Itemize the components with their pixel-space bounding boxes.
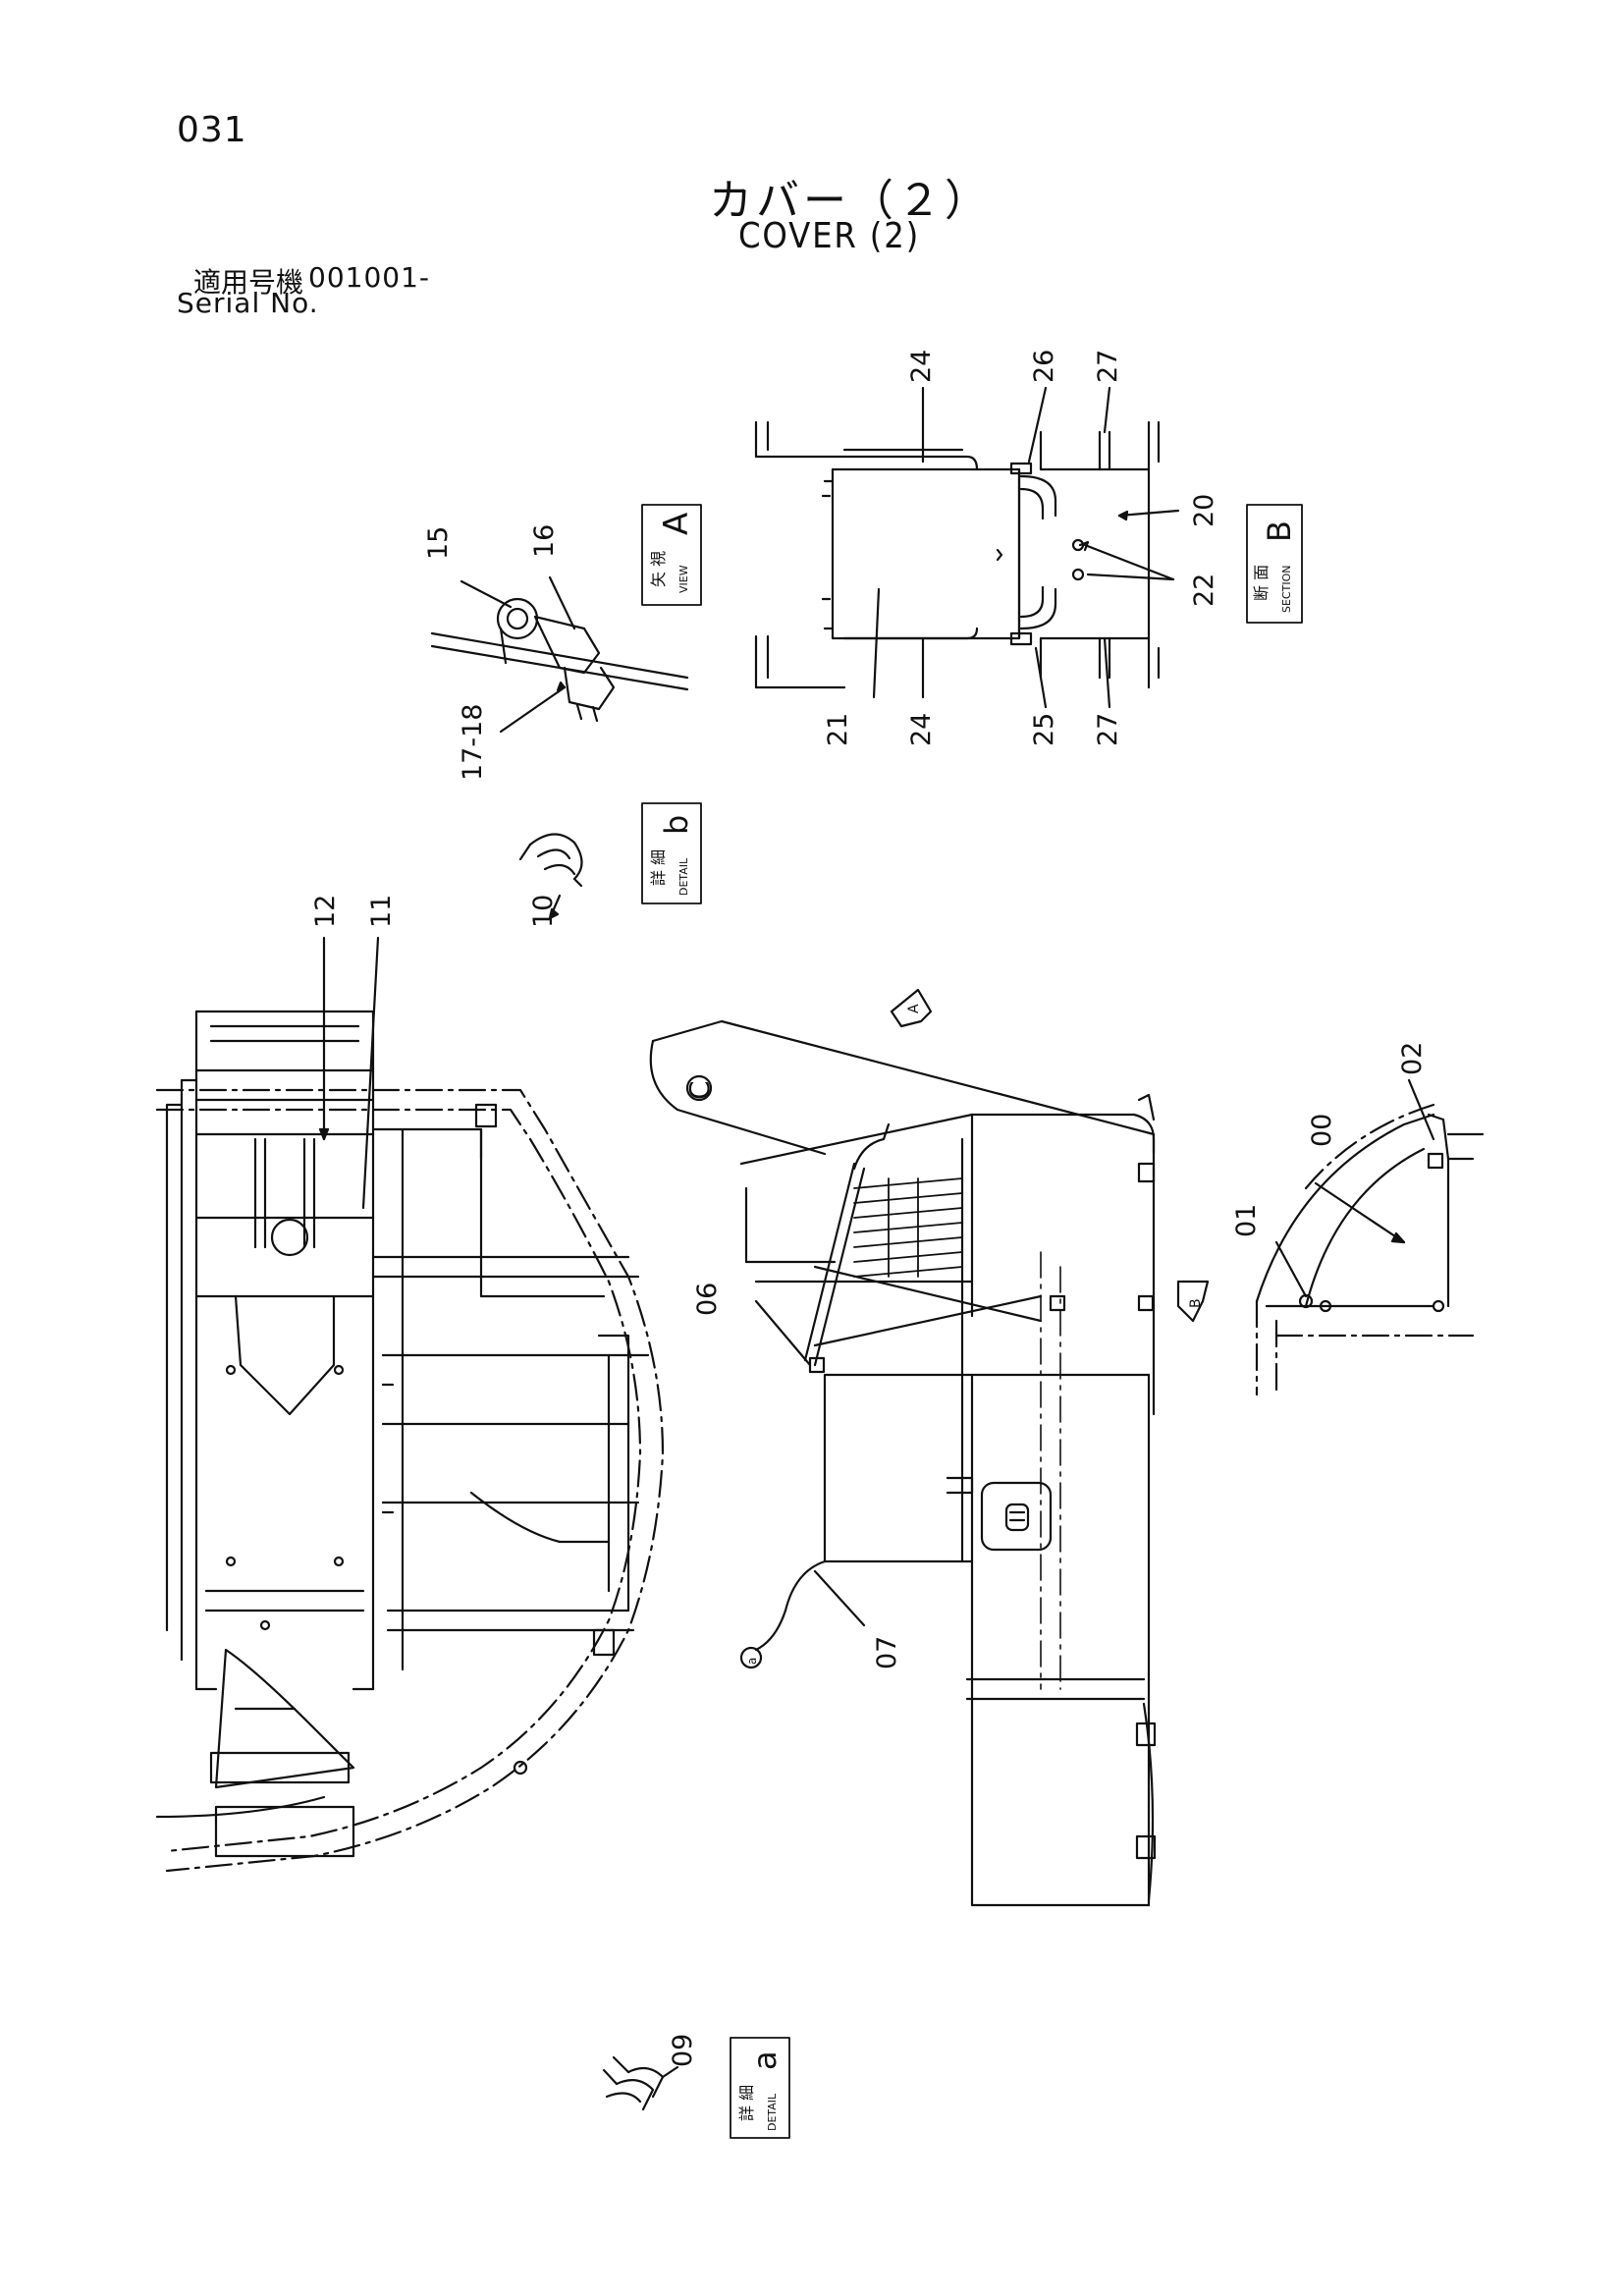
callout-07: 07 xyxy=(872,1636,902,1669)
section-b-letter: B xyxy=(1261,520,1298,542)
serial-label-english: Serial No. xyxy=(177,287,319,319)
section-b-box xyxy=(1246,504,1303,624)
callout-22: 22 xyxy=(1189,574,1219,607)
callout-11: 11 xyxy=(366,895,397,928)
callout-12: 12 xyxy=(310,895,341,928)
detail-a-label: 詳 細 DETAIL a xyxy=(737,2050,784,2131)
title-english: COVER (2) xyxy=(738,216,921,256)
right-cover-view xyxy=(1255,1078,1485,1396)
callout-02: 02 xyxy=(1397,1042,1428,1075)
view-a-kanji: 矢 視 xyxy=(649,551,668,587)
view-a-bolt-detail xyxy=(430,575,689,734)
callout-16: 16 xyxy=(529,524,560,558)
section-b-small: SECTION xyxy=(1280,566,1293,613)
callout-09: 09 xyxy=(668,2034,698,2067)
arrow-a-letter: A xyxy=(906,1004,922,1013)
page-number: 031 xyxy=(177,110,247,150)
detail-a-small: DETAIL xyxy=(766,2093,779,2131)
marker-small-a: a xyxy=(745,1658,759,1665)
title-japanese: カバー（２） xyxy=(709,176,992,226)
detail-b-clip xyxy=(518,833,583,920)
section-b-label: 断 面 SECTION B xyxy=(1252,520,1298,613)
callout-24-top: 24 xyxy=(906,350,937,383)
view-a-small: VIEW xyxy=(677,565,690,593)
arrow-b-letter: B xyxy=(1188,1298,1204,1308)
callout-27-bottom: 27 xyxy=(1093,713,1123,746)
detail-b-box xyxy=(641,802,702,904)
serial-number-value: 001001- xyxy=(308,261,430,294)
detail-b-kanji: 詳 細 xyxy=(649,849,668,886)
callout-25: 25 xyxy=(1029,713,1059,746)
detail-a-box xyxy=(730,2037,790,2139)
section-b-kanji: 断 面 xyxy=(1252,565,1271,601)
callout-20: 20 xyxy=(1189,494,1219,527)
detail-b-small: DETAIL xyxy=(677,857,690,896)
callout-10: 10 xyxy=(528,895,559,928)
serial-label-japanese: 適用号機 xyxy=(193,266,304,299)
section-b-drawing xyxy=(754,386,1180,709)
callout-27-top: 27 xyxy=(1093,350,1123,383)
view-a-box xyxy=(641,504,702,606)
callout-15: 15 xyxy=(423,526,454,560)
detail-b-label: 詳 細 DETAIL b xyxy=(649,815,695,896)
callout-17-18: 17-18 xyxy=(458,704,488,781)
callout-21: 21 xyxy=(823,713,853,746)
detail-b-letter: b xyxy=(658,815,695,835)
detail-a-clip xyxy=(602,2055,679,2111)
callout-26: 26 xyxy=(1029,350,1059,383)
callout-00: 00 xyxy=(1307,1114,1337,1147)
center-side-view xyxy=(649,988,1210,1907)
left-plan-view xyxy=(155,936,665,1873)
view-a-label: 矢 視 VIEW A xyxy=(649,513,696,593)
callout-01: 01 xyxy=(1231,1204,1262,1237)
detail-a-kanji: 詳 細 xyxy=(737,2085,756,2121)
label-c: C xyxy=(683,1080,716,1100)
callout-24-bottom: 24 xyxy=(906,713,937,746)
detail-a-letter: a xyxy=(746,2050,784,2070)
callout-06: 06 xyxy=(692,1283,723,1316)
view-a-letter: A xyxy=(657,513,696,535)
